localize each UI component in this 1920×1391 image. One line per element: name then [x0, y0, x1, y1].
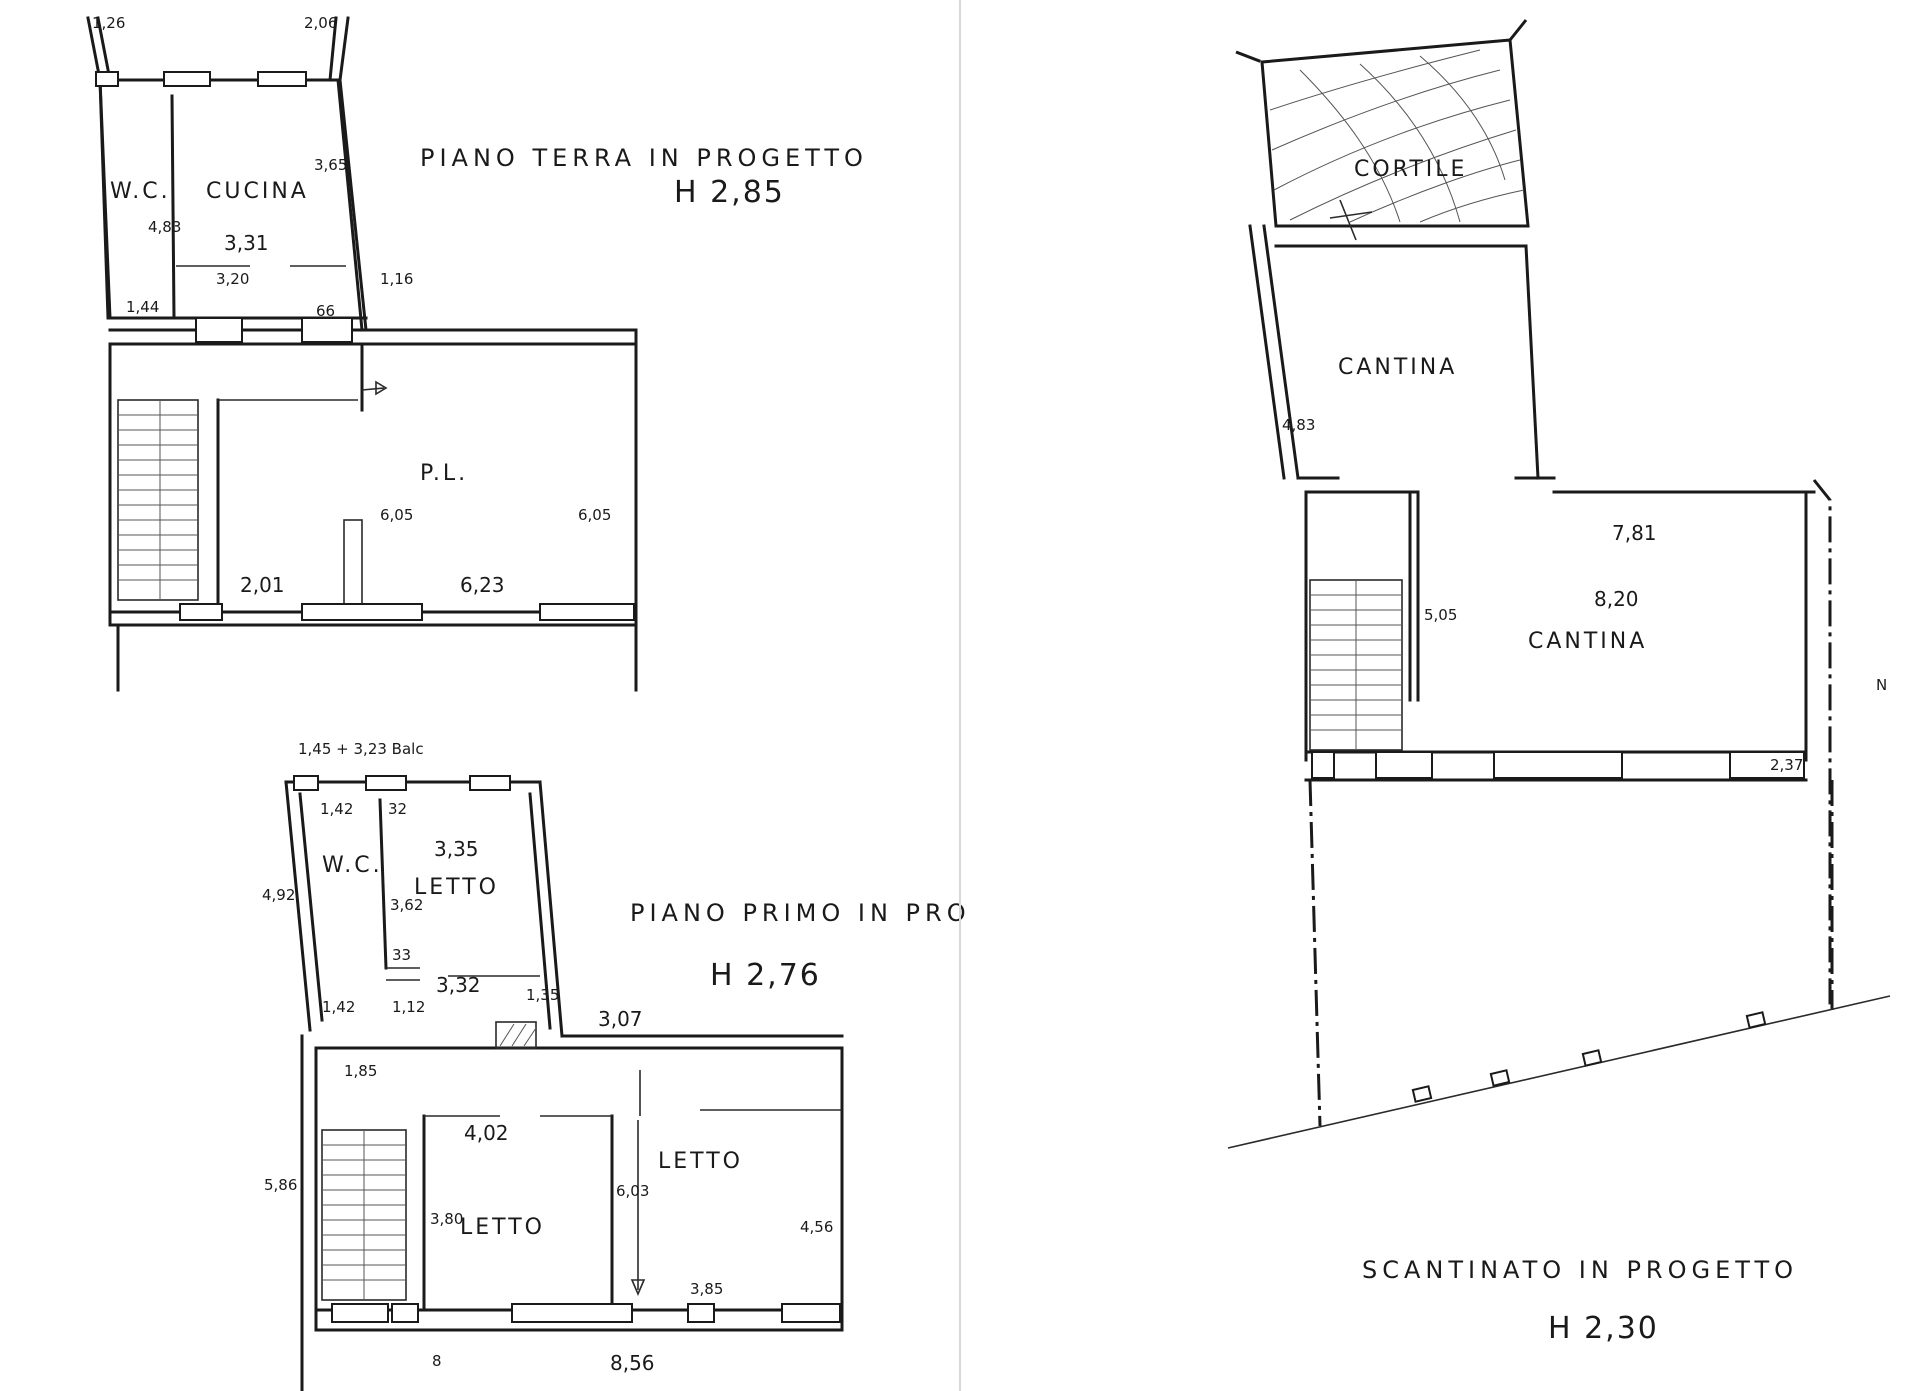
first-dim: 1,85: [344, 1062, 377, 1080]
basement-dim: 2,37: [1770, 756, 1803, 774]
first-dim: 4,56: [800, 1218, 833, 1236]
courtyard-hatch: [1269, 49, 1525, 223]
ground-floor-height: H 2,85: [674, 175, 785, 210]
first-dim: 3,32: [436, 973, 481, 997]
first-dim: 8: [432, 1352, 442, 1370]
first-dim: 3,85: [690, 1280, 723, 1298]
first-bed3-label: LETTO: [460, 1215, 545, 1240]
first-floor-plan: 1,45 + 3,23 Balc PIANO PRIMO IN PRO H 2,…: [262, 740, 971, 1391]
ground-floor-plan: PIANO TERRA IN PROGETTO H 2,85 W.C. CUCI…: [86, 14, 868, 692]
ground-dim: 66: [316, 302, 335, 320]
first-dim: 1,12: [392, 998, 425, 1016]
first-floor-title: PIANO PRIMO IN PRO: [630, 899, 971, 927]
ground-stairs: [117, 399, 199, 601]
first-dim: 6,03: [616, 1182, 649, 1200]
ground-wc-label: W.C.: [110, 179, 171, 204]
cellar-main-label: CANTINA: [1528, 629, 1647, 654]
first-bed1-label: LETTO: [414, 875, 499, 900]
ground-dim: 1,26: [92, 14, 125, 32]
first-wc-label: W.C.: [322, 853, 383, 878]
basement-title: SCANTINATO IN PROGETTO: [1362, 1256, 1798, 1284]
ground-dim: 2,06: [304, 14, 337, 32]
first-dim: 1,42: [322, 998, 355, 1016]
ground-dim: 2,01: [240, 573, 285, 597]
cellar-upper-label: CANTINA: [1338, 355, 1457, 380]
ground-dim: 6,05: [578, 506, 611, 524]
basement-stairs: [1309, 579, 1403, 751]
ground-living-label: P.L.: [420, 461, 468, 486]
first-dim: 5,86: [264, 1176, 297, 1194]
first-dim: 4,92: [262, 886, 295, 904]
basement-height: H 2,30: [1548, 1311, 1659, 1346]
first-dim: 1,35: [526, 986, 559, 1004]
north-mark: N: [1876, 676, 1887, 694]
first-floor-note: 1,45 + 3,23 Balc: [298, 740, 424, 758]
ground-dim: 3,20: [216, 270, 249, 288]
first-dim: 1,42: [320, 800, 353, 818]
ground-dim: 1,16: [380, 270, 413, 288]
first-dim: 4,02: [464, 1121, 509, 1145]
courtyard-label: CORTILE: [1354, 157, 1467, 182]
first-bed2-label: LETTO: [658, 1149, 743, 1174]
first-floor-height: H 2,76: [710, 958, 821, 993]
ground-dim: 1,44: [126, 298, 159, 316]
ground-dim: 4,83: [148, 218, 181, 236]
courtyard-outline: [1260, 38, 1530, 228]
first-dim: 8,56: [610, 1351, 655, 1375]
first-stairs: [321, 1129, 407, 1301]
ground-dim: 6,05: [380, 506, 413, 524]
basement-dim: 4,83: [1282, 416, 1315, 434]
first-dim: 3,35: [434, 837, 479, 861]
ground-dim: 3,65: [314, 156, 347, 174]
first-dim: 3,07: [598, 1007, 643, 1031]
first-dim: 3,62: [390, 896, 423, 914]
first-dim: 3,80: [430, 1210, 463, 1228]
ground-floor-title: PIANO TERRA IN PROGETTO: [420, 144, 868, 172]
basement-dim: 5,05: [1424, 606, 1457, 624]
ground-kitchen-label: CUCINA: [206, 179, 309, 204]
basement-dim: 7,81: [1612, 521, 1657, 545]
first-dim: 32: [388, 800, 407, 818]
ground-dim: 6,23: [460, 573, 505, 597]
ground-dim: 3,31: [224, 231, 269, 255]
basement-dim: 8,20: [1594, 587, 1639, 611]
first-dim: 33: [392, 946, 411, 964]
basement-plan: CORTILE CANTINA CANTINA 4,83 7,81 8,20 5…: [1227, 19, 1891, 1346]
